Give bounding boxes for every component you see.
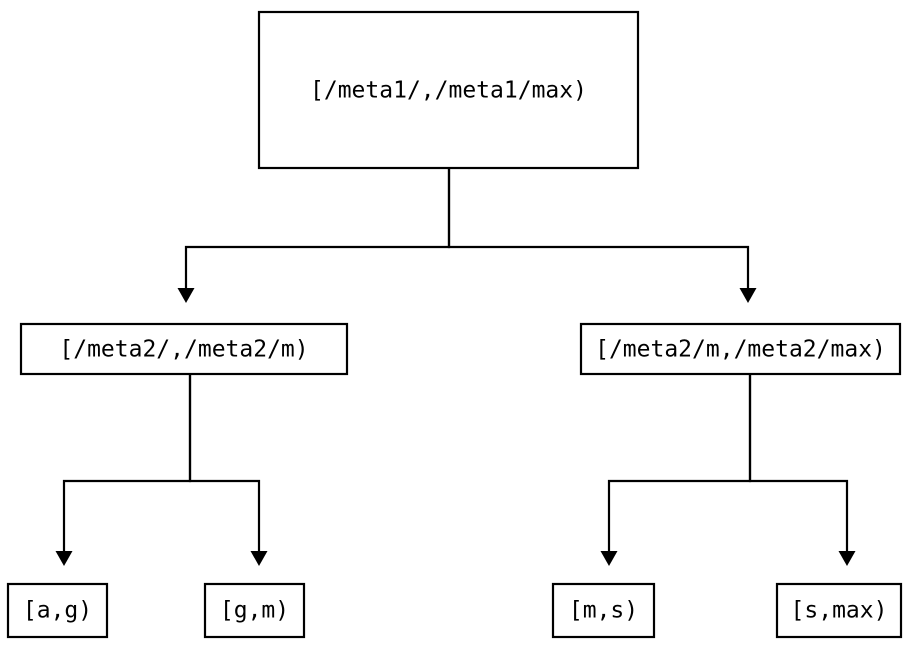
tree-node-mid-right[interactable]: [/meta2/m,/meta2/max) [579, 322, 902, 376]
arrowhead-icon [600, 551, 618, 566]
node-box[interactable] [579, 322, 902, 376]
edge-path [184, 168, 451, 288]
arrowhead-icon [739, 288, 757, 303]
edge-root-to-mid-left [177, 168, 451, 303]
arrowhead-icon [250, 551, 268, 566]
edge-midleft-to-leaf-a-g [55, 374, 192, 566]
node-label: [/meta2/m,/meta2/max) [595, 337, 886, 363]
node-label: [s,max) [791, 598, 888, 624]
node-label: [g,m) [220, 598, 289, 624]
arrowhead-icon [55, 551, 73, 566]
node-box[interactable] [6, 582, 109, 639]
node-label: [/meta2/,/meta2/m) [59, 337, 308, 363]
tree-node-leaf-g-m[interactable]: [g,m) [203, 582, 306, 639]
node-box[interactable] [203, 582, 306, 639]
node-box[interactable] [257, 10, 640, 170]
tree-node-leaf-m-s[interactable]: [m,s) [551, 582, 656, 639]
edge-path [748, 374, 849, 551]
node-label: [/meta1/,/meta1/max) [310, 78, 587, 104]
tree-node-leaf-s-max[interactable]: [s,max) [775, 582, 903, 639]
edge-path [447, 168, 750, 288]
arrowhead-icon [177, 288, 195, 303]
arrowhead-icon [838, 551, 856, 566]
node-box[interactable] [19, 322, 349, 376]
node-label: [a,g) [23, 598, 92, 624]
tree-node-root[interactable]: [/meta1/,/meta1/max) [257, 10, 640, 170]
edge-midright-to-leaf-m-s [600, 374, 752, 566]
edge-midleft-to-leaf-g-m [188, 374, 268, 566]
edge-midright-to-leaf-s-max [748, 374, 856, 566]
edge-path [188, 374, 261, 551]
edge-path [607, 374, 752, 551]
tree-node-leaf-a-g[interactable]: [a,g) [6, 582, 109, 639]
node-label: [m,s) [569, 598, 638, 624]
node-box[interactable] [551, 582, 656, 639]
edge-root-to-mid-right [447, 168, 757, 303]
edge-path [62, 374, 192, 551]
node-box[interactable] [775, 582, 903, 639]
tree-node-mid-left[interactable]: [/meta2/,/meta2/m) [19, 322, 349, 376]
